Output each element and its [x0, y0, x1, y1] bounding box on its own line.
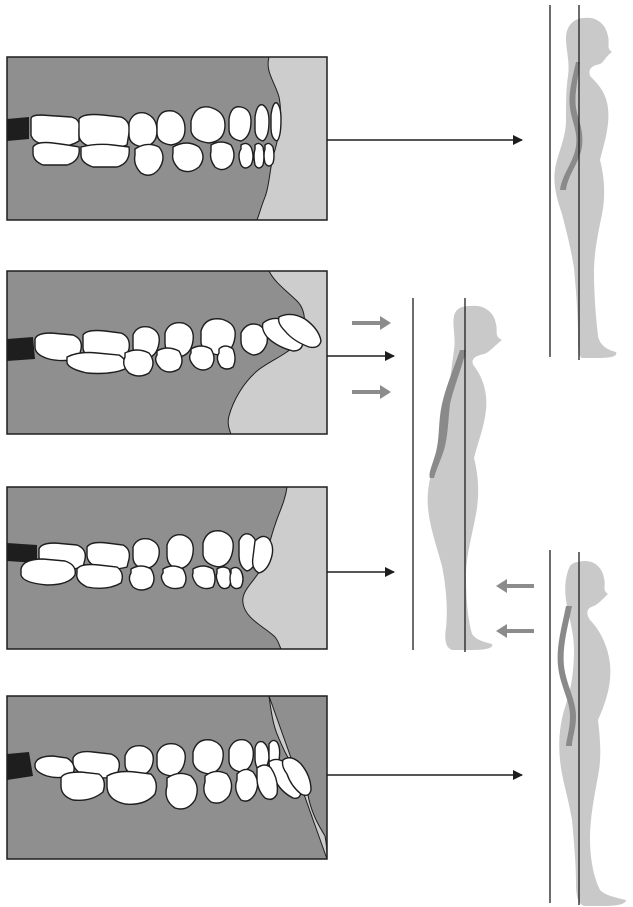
- bite-panel-1: [7, 57, 327, 220]
- posture-figure-upright: [550, 5, 616, 360]
- posture-figure-forward: [413, 298, 502, 652]
- tongue-shadow: [7, 337, 35, 361]
- tongue-shadow: [7, 117, 29, 141]
- bite-panel-4: [7, 696, 327, 859]
- force-arrow-right: [352, 316, 391, 330]
- bite-panel-2: [7, 271, 327, 434]
- force-arrow-left: [496, 579, 534, 593]
- force-arrows-backward: [496, 579, 534, 638]
- connector-arrows: [327, 140, 522, 775]
- force-arrow-right: [352, 385, 391, 399]
- force-arrows-forward: [352, 316, 391, 399]
- posture-figure-backward: [550, 550, 626, 906]
- tongue-shadow: [7, 752, 33, 780]
- bite-panel-3: [7, 487, 327, 649]
- force-arrow-left: [496, 624, 534, 638]
